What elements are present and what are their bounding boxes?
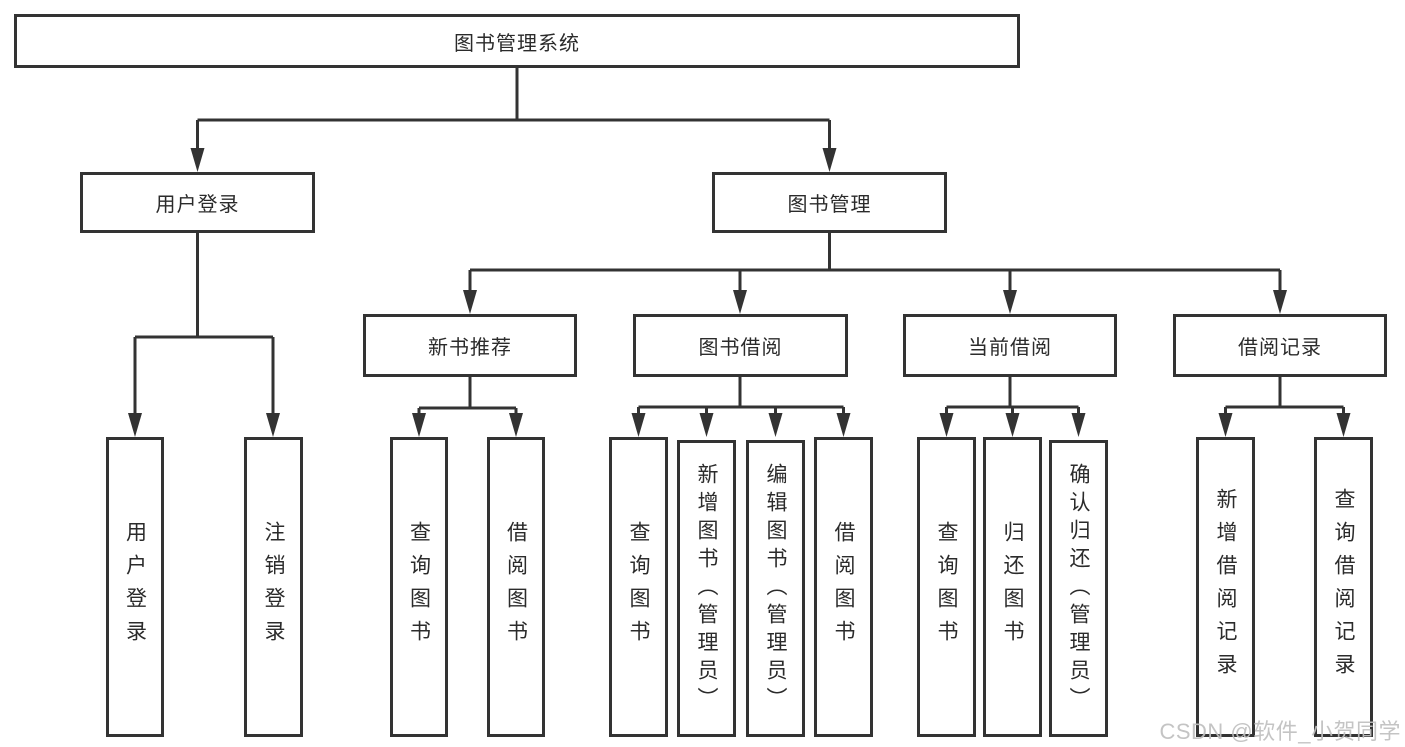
leaf-add-borrow-record: 新增借阅记录 [1196,437,1255,737]
node-current-borrow-label: 当前借阅 [968,337,1052,359]
node-new-book-recommend: 新书推荐 [363,314,577,377]
leaf-confirm-return-admin: 确认归还（管理员） [1049,440,1108,737]
leaf-query-borrow-record-label: 查询借阅记录 [1332,488,1355,686]
leaf-borrow-books-1: 借阅图书 [487,437,545,737]
leaf-logout-label: 注销登录 [262,521,285,653]
leaf-query-books-2-label: 查询图书 [627,521,650,653]
leaf-query-books-3-label: 查询图书 [935,521,958,653]
node-book-management: 图书管理 [712,172,947,233]
node-root: 图书管理系统 [14,14,1020,68]
leaf-user-login: 用户登录 [106,437,164,737]
node-user-login-label: 用户登录 [155,194,240,216]
leaf-query-borrow-record: 查询借阅记录 [1314,437,1373,737]
leaf-add-book-admin: 新增图书（管理员） [677,440,736,737]
node-book-borrow-label: 图书借阅 [698,337,783,359]
leaf-edit-book-admin-label: 编辑图书（管理员） [764,462,787,715]
leaf-borrow-books-2: 借阅图书 [814,437,873,737]
node-book-management-label: 图书管理 [787,194,872,216]
leaf-logout: 注销登录 [244,437,303,737]
node-book-borrow: 图书借阅 [633,314,848,377]
leaf-add-borrow-record-label: 新增借阅记录 [1214,488,1237,686]
leaf-user-login-label: 用户登录 [123,521,147,653]
leaf-query-books-1-label: 查询图书 [407,521,431,653]
leaf-return-book-label: 归还图书 [1001,521,1024,653]
node-borrow-records: 借阅记录 [1173,314,1387,377]
node-new-book-recommend-label: 新书推荐 [428,337,512,359]
leaf-query-books-1: 查询图书 [390,437,448,737]
watermark: CSDN @软件_小贺同学 [1159,719,1401,744]
node-current-borrow: 当前借阅 [903,314,1117,377]
leaf-return-book: 归还图书 [983,437,1042,737]
node-borrow-records-label: 借阅记录 [1238,337,1322,359]
leaf-edit-book-admin: 编辑图书（管理员） [746,440,805,737]
leaf-confirm-return-admin-label: 确认归还（管理员） [1067,462,1090,715]
leaf-borrow-books-2-label: 借阅图书 [832,521,855,653]
leaf-borrow-books-1-label: 借阅图书 [504,521,528,653]
leaf-query-books-2: 查询图书 [609,437,668,737]
leaf-query-books-3: 查询图书 [917,437,976,737]
node-user-login: 用户登录 [80,172,315,233]
node-root-label: 图书管理系统 [454,32,580,55]
leaf-add-book-admin-label: 新增图书（管理员） [695,462,718,715]
